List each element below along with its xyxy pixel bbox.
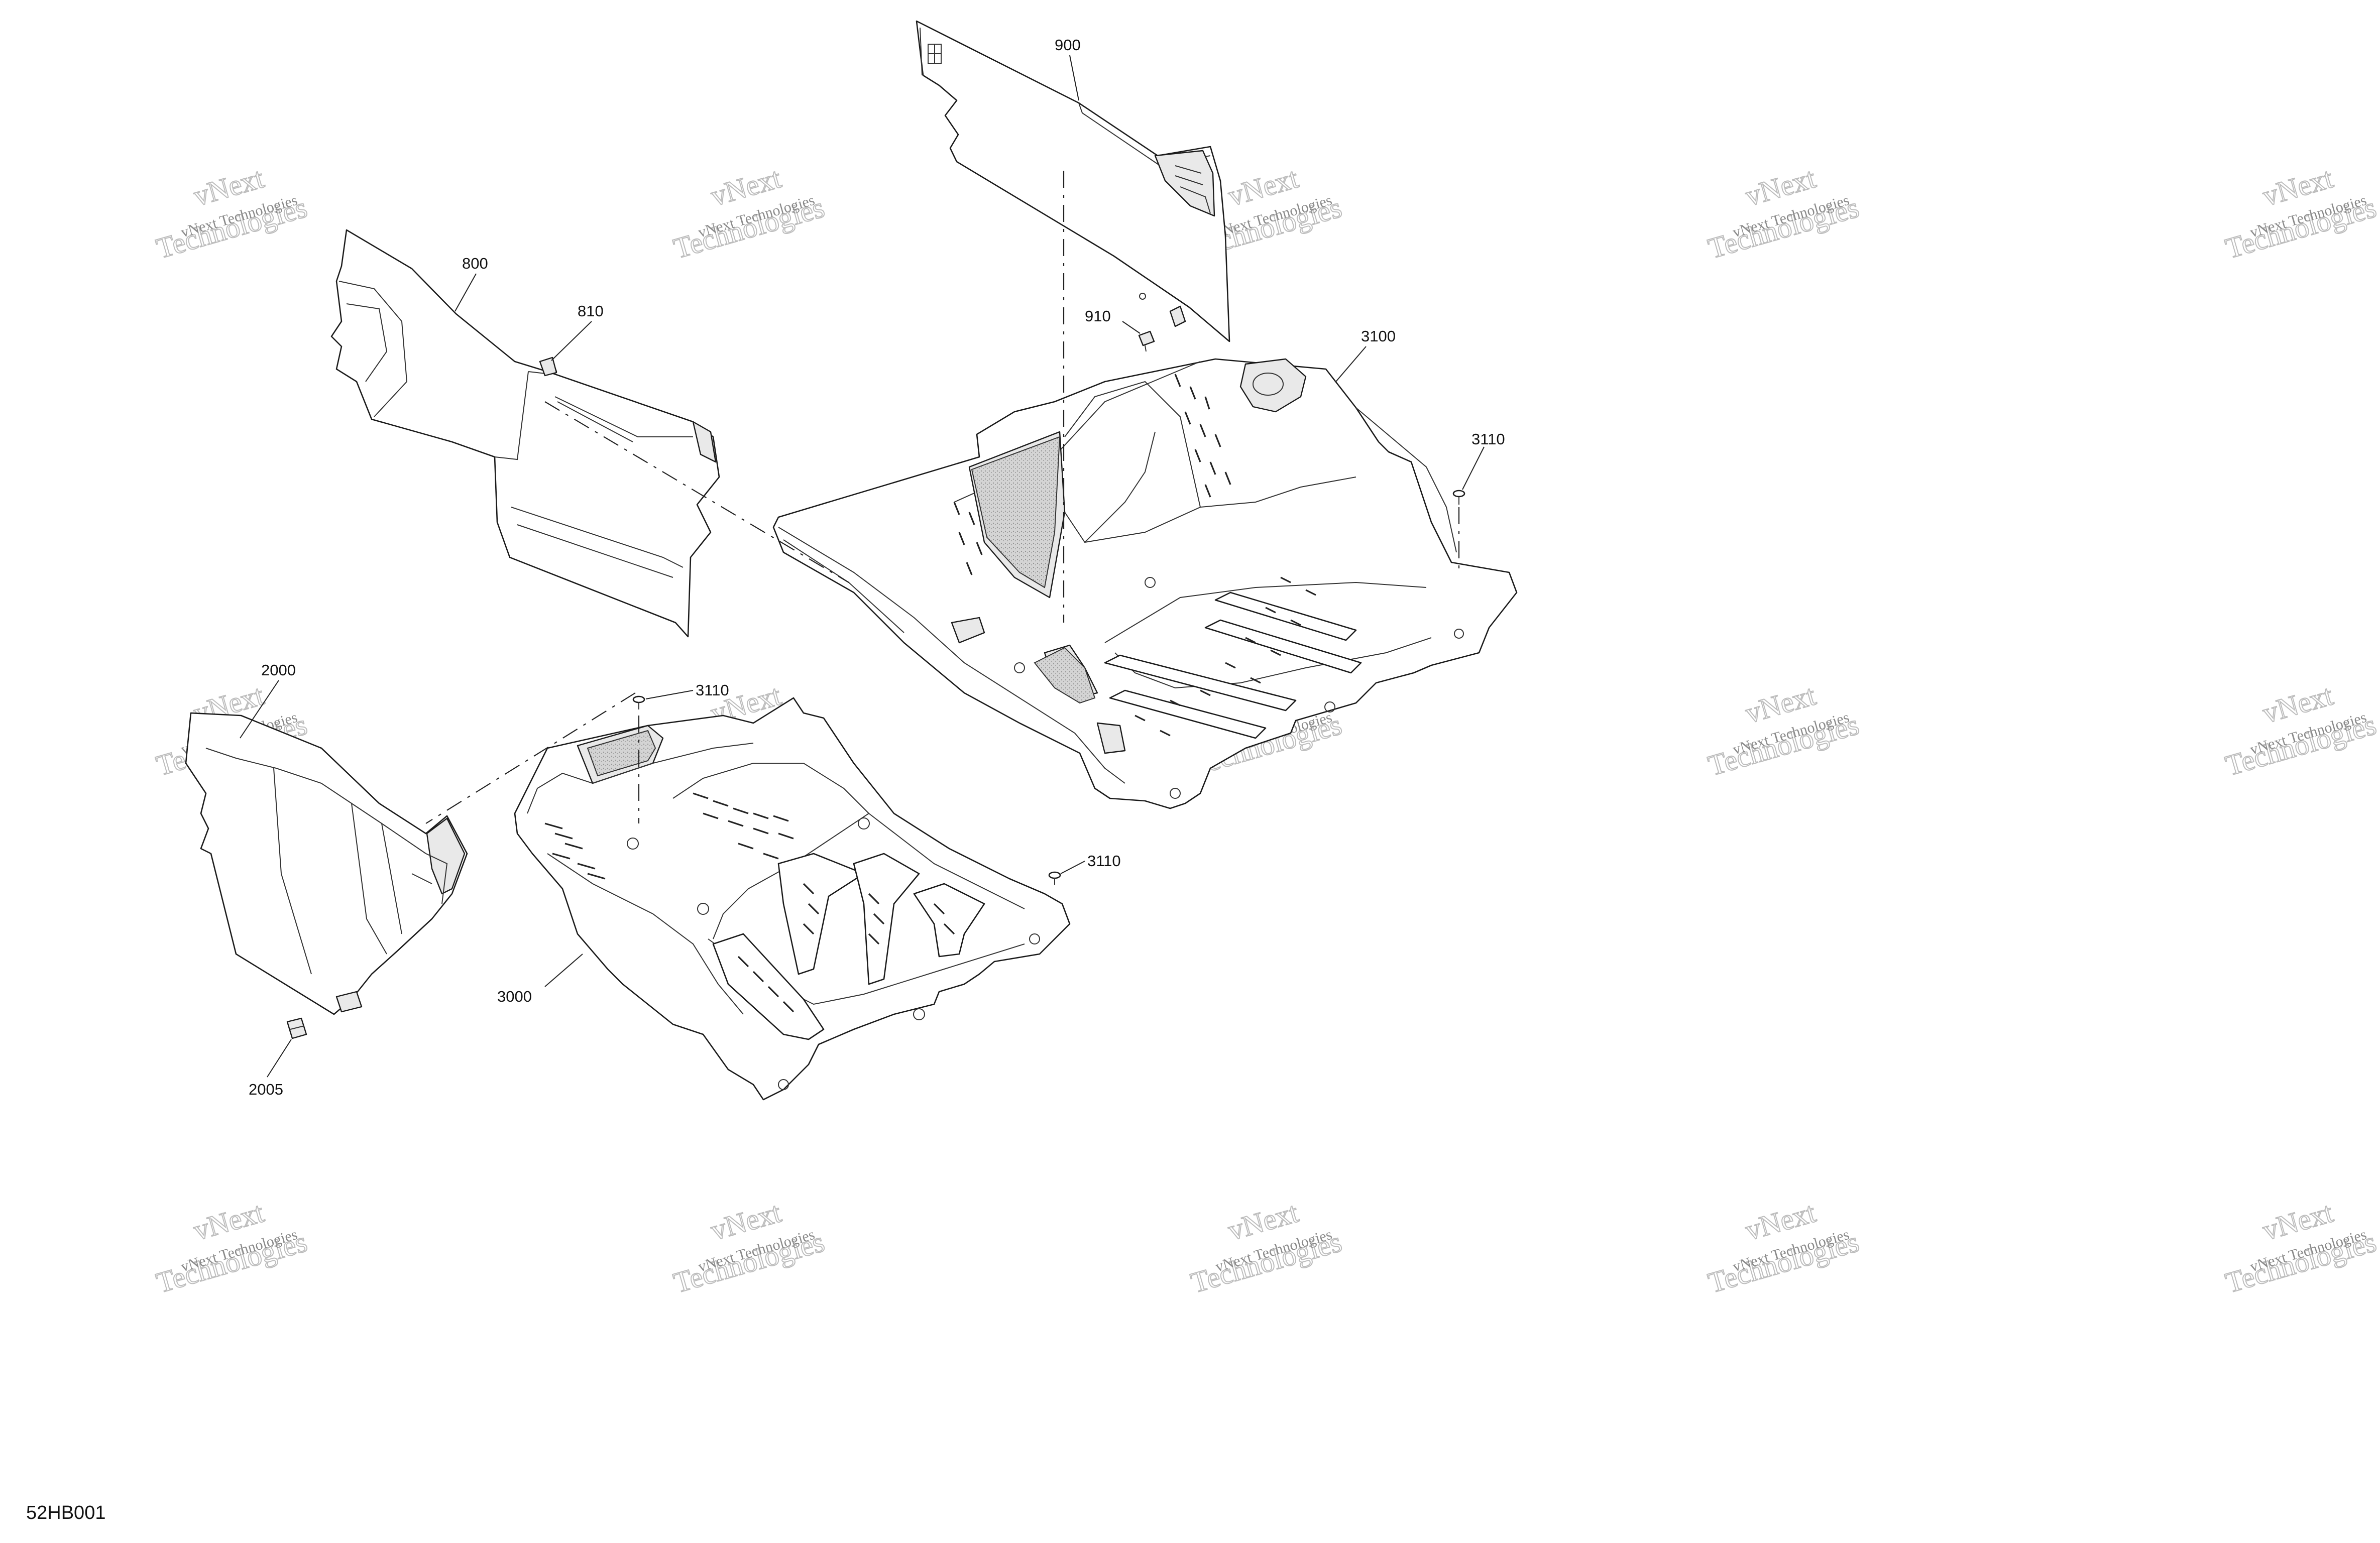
callout-2000: 2000 <box>261 661 296 679</box>
callout-3100: 3100 <box>1361 327 1396 345</box>
callout-800: 800 <box>462 255 488 272</box>
fastener-810 <box>539 357 557 377</box>
slot-pattern-3100 <box>953 374 1362 739</box>
callout-labels: 900 800 810 910 3100 3110 2000 3110 3110… <box>249 36 1505 1098</box>
part-3000-front-floor <box>514 697 1071 1101</box>
fastener-910 <box>1138 330 1155 352</box>
part-3100-floor-pan <box>772 358 1518 809</box>
leader-lines <box>240 55 1485 1078</box>
callout-910: 910 <box>1085 307 1111 325</box>
callout-900: 900 <box>1055 36 1081 54</box>
part-2000-front-panel <box>185 712 468 1015</box>
clip-2005 <box>286 1017 307 1039</box>
part-800-side-panel <box>330 229 720 638</box>
callout-3110: 3110 <box>696 681 729 699</box>
assembly-lines <box>425 171 1460 824</box>
callout-3110: 3110 <box>1471 430 1505 448</box>
callout-810: 810 <box>578 302 604 320</box>
callout-2005: 2005 <box>249 1081 283 1098</box>
callout-3000: 3000 <box>497 988 532 1005</box>
part-900-rear-panel <box>916 20 1230 342</box>
callout-3110: 3110 <box>1087 852 1121 870</box>
screw-3110-b <box>632 695 645 709</box>
diagram-reference-code: 52HB001 <box>26 1502 105 1523</box>
screw-3110-c <box>1048 871 1061 885</box>
slot-pattern-3000 <box>544 792 985 1040</box>
screw-3110-a <box>1452 490 1465 505</box>
